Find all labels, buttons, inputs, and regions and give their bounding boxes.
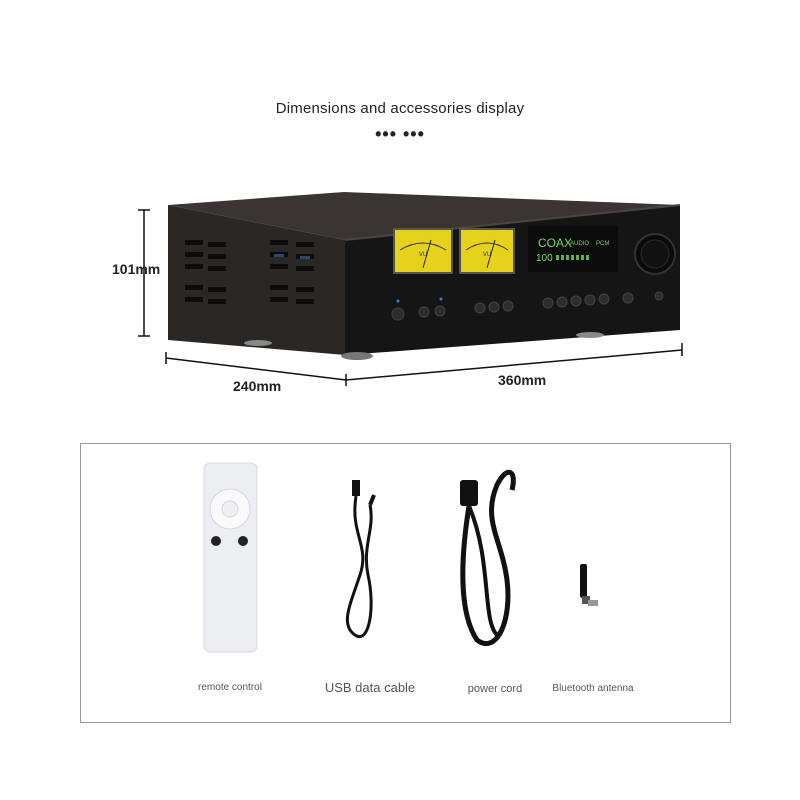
vu-meter-right — [459, 228, 515, 274]
depth-label: 240mm — [233, 378, 282, 394]
foot-front-left — [341, 352, 373, 360]
amplifier-illustration: VU VU COAX AUDIO PCM 100 — [138, 192, 683, 386]
remote-control-image — [203, 462, 258, 653]
bluetooth-antenna-image — [580, 564, 598, 606]
display-level-bar — [556, 255, 589, 260]
front-buttons — [391, 291, 664, 321]
usb-cable-image — [345, 480, 376, 639]
caption-usb-cable: USB data cable — [324, 680, 416, 695]
width-label: 360mm — [498, 372, 547, 388]
title-dots: ••• ••• — [375, 124, 425, 144]
vu-meter-left — [393, 228, 453, 274]
chassis-top — [168, 192, 680, 240]
caption-power-cord: power cord — [467, 683, 523, 695]
dimension-lines — [138, 209, 683, 386]
page-title: Dimensions and accessories display — [275, 100, 525, 117]
foot-left — [244, 340, 272, 346]
display-mid: AUDIO — [570, 241, 589, 247]
height-label: 101mm — [112, 261, 161, 277]
accessories-panel — [80, 443, 731, 723]
foot-front-right — [576, 332, 604, 338]
display-volume: 100 — [536, 253, 553, 264]
caption-bluetooth-antenna: Bluetooth antenna — [552, 683, 634, 694]
vu-label-left: VU — [419, 252, 427, 258]
display-source: COAX — [538, 236, 572, 250]
vu-label-right: VU — [483, 252, 491, 258]
display-right: PCM — [596, 241, 609, 247]
caption-remote-control: remote control — [198, 682, 262, 693]
vfd-display — [528, 226, 618, 272]
power-cord-image — [460, 470, 516, 646]
